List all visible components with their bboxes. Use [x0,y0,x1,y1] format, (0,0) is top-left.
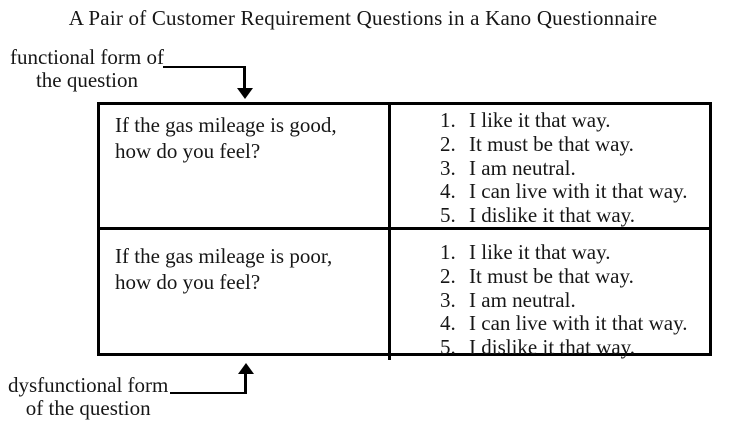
option-text: It must be that way. [469,263,634,288]
functional-arrow-down-icon [237,88,253,99]
option-text: I am neutral. [469,155,576,180]
options-cell-dysfunctional: 1. I like it that way. 2. It must be that … [391,230,709,360]
option-number: 3. [440,287,456,312]
functional-form-label-line2: the question [35,68,139,92]
answer-option: 3. I am neutral. [440,287,709,313]
option-text: I am neutral. [469,287,576,312]
answer-option: 4. I can live with it that way. [440,180,709,204]
dysfunctional-form-label: dysfunctional form of the question [8,374,168,420]
option-number: 3. [440,155,456,180]
option-text: It must be that way. [469,131,634,156]
question-line: how do you feel? [115,270,261,294]
answer-option: 2. It must be that way. [440,263,709,289]
options-cell-functional: 1. I like it that way. 2. It must be that … [391,105,709,230]
dysfunctional-arrow-horizontal-line [170,392,246,394]
option-text: I like it that way. [469,108,611,132]
option-number: 2. [440,263,456,288]
option-number: 5. [440,335,456,360]
answer-option: 1. I like it that way. [440,108,709,133]
answer-option: 5. I dislike it that way. [440,203,709,228]
question-cell-dysfunctional: If the gas mileage is poor, how do you f… [100,230,391,360]
option-text: I can live with it that way. [469,311,688,336]
option-number: 4. [440,179,456,204]
answer-option: 2. It must be that way. [440,131,709,157]
dysfunctional-form-label-line1: dysfunctional form [8,373,169,397]
option-number: 1. [440,108,456,132]
functional-arrow-horizontal-line [163,66,246,68]
question-cell-functional: If the gas mileage is good, how do you f… [100,105,391,230]
functional-form-label: functional form of the question [10,46,164,92]
option-text: I like it that way. [469,240,611,264]
functional-form-label-line1: functional form of [10,45,164,69]
question-line: If the gas mileage is good, [115,113,337,137]
option-number: 5. [440,203,456,228]
functional-arrow-vertical-line [243,66,246,90]
option-text: I dislike it that way. [469,335,636,360]
option-text: I can live with it that way. [469,179,688,204]
option-number: 1. [440,240,456,264]
option-number: 4. [440,311,456,336]
kano-table: If the gas mileage is good, how do you f… [97,102,712,360]
figure-title: A Pair of Customer Requirement Questions… [68,6,658,30]
question-line: If the gas mileage is poor, [115,244,333,268]
question-line: how do you feel? [115,139,261,163]
option-text: I dislike it that way. [469,203,636,228]
answer-option: 4. I can live with it that way. [440,312,709,336]
option-number: 2. [440,131,456,156]
answer-option: 1. I like it that way. [440,240,709,265]
dysfunctional-arrow-vertical-line [244,374,247,394]
answer-option: 3. I am neutral. [440,155,709,181]
dysfunctional-arrow-up-icon [238,363,254,374]
answer-option: 5. I dislike it that way. [440,335,709,360]
dysfunctional-form-label-line2: of the question [25,396,151,420]
